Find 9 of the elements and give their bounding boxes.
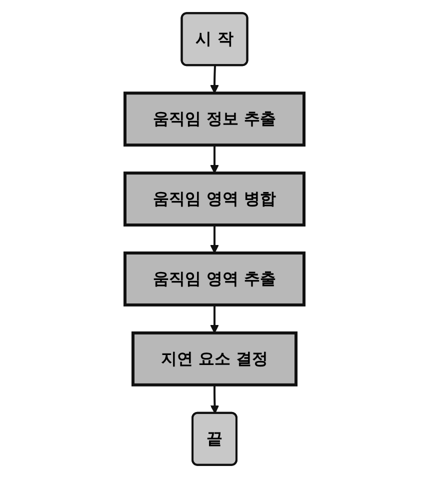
arrow [210,304,218,333]
arrow [210,384,219,414]
node-box: 움직임 정보 추출 [123,91,305,146]
arrow [210,144,218,173]
node-box: 움직임 영역 병합 [123,171,305,226]
arrow [210,65,218,93]
node-box: 움직임 영역 추출 [123,251,305,306]
node-box: 지연 요소 결정 [131,330,297,386]
arrow [210,224,218,253]
